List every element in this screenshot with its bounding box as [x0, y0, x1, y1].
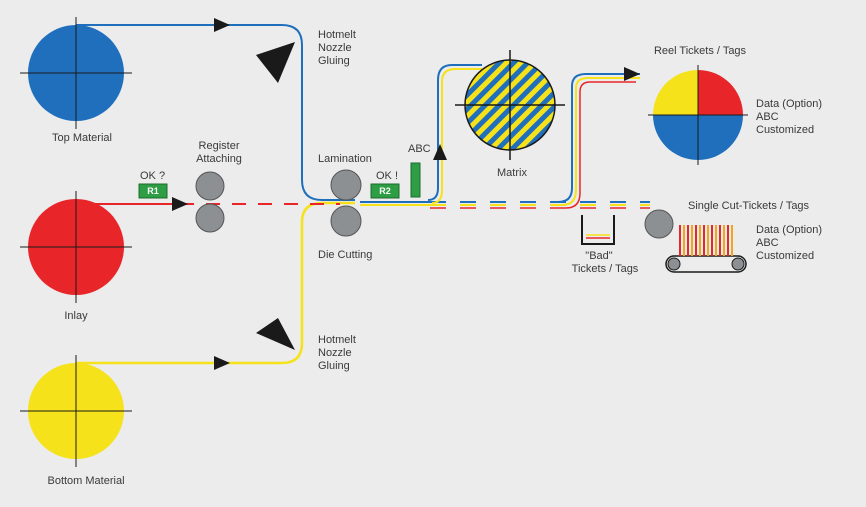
hotmelt-bottom-label: Hotmelt Nozzle Gluing — [318, 334, 356, 372]
svg-text:Customized: Customized — [756, 124, 814, 136]
svg-text:Nozzle: Nozzle — [318, 347, 352, 359]
svg-text:Gluing: Gluing — [318, 55, 350, 67]
svg-text:ABC: ABC — [756, 237, 779, 249]
bottom-material-roll — [20, 355, 132, 467]
svg-text:Register: Register — [199, 140, 240, 152]
reel-tickets-info: Data (Option) ABC Customized — [756, 98, 822, 136]
single-cut-title: Single Cut-Tickets / Tags — [688, 200, 810, 212]
top-material-web — [76, 24, 355, 201]
inlay-roll — [20, 191, 132, 303]
svg-text:Gluing: Gluing — [318, 360, 350, 372]
svg-text:Tickets / Tags: Tickets / Tags — [572, 263, 639, 275]
hotmelt-nozzle-bottom-icon — [256, 318, 295, 350]
check-tag-r1: R1 — [138, 183, 168, 199]
svg-text:Attaching: Attaching — [196, 153, 242, 165]
die-cutting-label: Die Cutting — [318, 249, 372, 261]
svg-text:Nozzle: Nozzle — [318, 42, 352, 54]
reel-output-path — [557, 73, 640, 209]
svg-text:ABC: ABC — [756, 111, 779, 123]
arrow-up-icon — [433, 144, 447, 160]
ticket-stack — [679, 225, 733, 256]
hotmelt-top-label: Hotmelt Nozzle Gluing — [318, 29, 356, 67]
lamination-label: Lamination — [318, 153, 372, 165]
reel-tickets-roll — [648, 65, 748, 165]
output-roller — [644, 209, 674, 239]
check-tag-r1-text: R1 — [147, 186, 159, 196]
svg-text:Data (Option): Data (Option) — [756, 98, 822, 110]
laminated-web-dashed — [430, 201, 650, 209]
bad-tickets-bin — [581, 215, 615, 245]
matrix-waste-path — [427, 64, 482, 204]
arrow-right-icon — [214, 18, 230, 32]
inlay-label: Inlay — [64, 310, 88, 322]
matrix-label: Matrix — [497, 167, 527, 179]
bottom-material-label: Bottom Material — [47, 475, 124, 487]
register-rollers — [195, 171, 225, 233]
bad-tickets-label: "Bad" Tickets / Tags — [572, 250, 639, 275]
ok-check-label: OK ? — [140, 170, 165, 182]
single-cut-conveyor — [665, 225, 747, 273]
svg-text:Hotmelt: Hotmelt — [318, 29, 356, 41]
abc-label: ABC — [408, 143, 431, 155]
arrow-right-icon — [172, 197, 188, 211]
ok-confirmed-label: OK ! — [376, 170, 398, 182]
abc-printer-block — [410, 162, 421, 198]
lamination-rollers — [330, 169, 362, 237]
arrow-right-icon — [214, 356, 230, 370]
svg-text:"Bad": "Bad" — [585, 250, 612, 262]
laminated-web — [360, 201, 430, 206]
svg-text:Hotmelt: Hotmelt — [318, 334, 356, 346]
svg-text:Customized: Customized — [756, 250, 814, 262]
matrix-roll — [455, 50, 565, 160]
hotmelt-nozzle-top-icon — [256, 42, 295, 83]
check-tag-r2: R2 — [370, 183, 400, 199]
arrow-right-icon — [624, 67, 640, 81]
svg-text:Data (Option): Data (Option) — [756, 224, 822, 236]
register-attaching-label: Register Attaching — [196, 140, 242, 165]
top-material-label: Top Material — [52, 132, 112, 144]
reel-tickets-title: Reel Tickets / Tags — [654, 45, 747, 57]
top-material-roll — [20, 17, 132, 129]
single-cut-info: Data (Option) ABC Customized — [756, 224, 822, 262]
check-tag-r2-text: R2 — [379, 186, 391, 196]
